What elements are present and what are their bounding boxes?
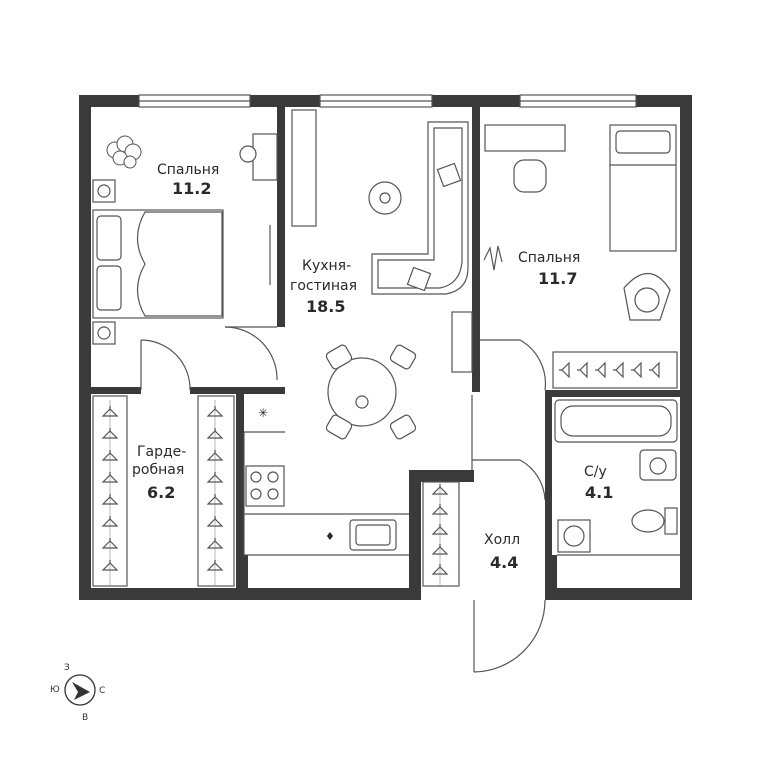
chair-icon bbox=[325, 344, 353, 370]
room-name-bedroom-left: Спальня bbox=[157, 162, 219, 178]
hanger-icon bbox=[101, 494, 119, 505]
hanger-icon bbox=[649, 361, 660, 379]
door-swing bbox=[519, 459, 546, 501]
interior-walls bbox=[91, 107, 680, 560]
door-swing bbox=[140, 339, 191, 391]
compass-north: З bbox=[64, 663, 70, 673]
room-area-bedroom-left: 11.2 bbox=[172, 179, 211, 198]
room-name-hall: Холл bbox=[484, 532, 520, 548]
room-area-wardrobe: 6.2 bbox=[147, 483, 175, 502]
hanger-icon bbox=[206, 428, 224, 439]
toilet-icon bbox=[631, 509, 665, 533]
hanger-icon bbox=[431, 564, 449, 575]
fridge bbox=[451, 311, 473, 373]
pillow bbox=[96, 265, 122, 311]
star-icon: ✳ bbox=[258, 406, 268, 420]
pillow bbox=[615, 130, 671, 154]
room-name-wardrobe-line1: Гарде- bbox=[137, 444, 186, 460]
kitchen-furniture bbox=[245, 109, 473, 551]
room-name-kitchen-line1: Кухня- bbox=[302, 258, 351, 274]
room-name-wardrobe-line2: робная bbox=[132, 462, 184, 478]
room-name-bathroom: С/у bbox=[584, 464, 607, 480]
compass-south: В bbox=[82, 713, 88, 723]
lamp-icon bbox=[97, 326, 111, 340]
hanger-icon bbox=[101, 406, 119, 417]
chair-icon bbox=[239, 145, 257, 163]
hanger-icon bbox=[559, 361, 570, 379]
wardrobe-right-rack bbox=[197, 395, 235, 587]
lamp-icon bbox=[97, 184, 111, 198]
wardrobe-right bbox=[552, 351, 678, 389]
doors bbox=[140, 326, 547, 673]
toilet-tank bbox=[664, 507, 678, 535]
compass-west: Ю bbox=[50, 685, 60, 695]
hanger-icon bbox=[206, 406, 224, 417]
compass-east: С bbox=[99, 686, 105, 696]
shelf bbox=[291, 109, 317, 227]
windows bbox=[138, 94, 637, 108]
wardrobe-left-rack bbox=[92, 395, 128, 587]
cushion bbox=[436, 162, 462, 188]
hanger-icon bbox=[206, 560, 224, 571]
room-area-hall: 4.4 bbox=[490, 553, 518, 572]
hanger-icon bbox=[206, 516, 224, 527]
chair-icon bbox=[389, 414, 417, 440]
hanger-icon bbox=[577, 361, 588, 379]
desk bbox=[252, 133, 278, 181]
stove bbox=[245, 465, 285, 507]
hanger-icon bbox=[431, 484, 449, 495]
bedroom-right-furniture bbox=[484, 124, 677, 321]
thin-partitions bbox=[243, 395, 680, 556]
exterior-walls bbox=[79, 95, 692, 600]
chair-icon bbox=[389, 344, 417, 370]
room-area-bedroom-right: 11.7 bbox=[538, 269, 577, 288]
door-swing bbox=[224, 326, 278, 381]
hanger-icon bbox=[101, 428, 119, 439]
hanger-icon bbox=[206, 450, 224, 461]
room-name-kitchen-line2: гостиная bbox=[290, 278, 357, 294]
heating-icon bbox=[483, 245, 503, 271]
hanger-icon bbox=[631, 361, 642, 379]
chair-icon bbox=[325, 414, 353, 440]
hanger-icon bbox=[206, 494, 224, 505]
chair-icon bbox=[513, 159, 547, 193]
cushion bbox=[406, 266, 432, 292]
door-swing bbox=[519, 339, 547, 391]
hanger-rails bbox=[92, 351, 678, 587]
room-area-kitchen: 18.5 bbox=[306, 297, 345, 316]
pillow bbox=[96, 215, 122, 261]
room-name-bedroom-right: Спальня bbox=[518, 250, 580, 266]
compass-arrow-icon bbox=[72, 682, 90, 700]
bathroom-furniture bbox=[554, 399, 678, 553]
hanger-icon bbox=[431, 544, 449, 555]
dining-table bbox=[327, 357, 397, 427]
hall-wardrobe-rack bbox=[422, 481, 460, 587]
desk bbox=[484, 124, 566, 152]
hanger-icon bbox=[101, 538, 119, 549]
entrance-door-swing bbox=[473, 599, 546, 673]
hanger-icon bbox=[206, 538, 224, 549]
hanger-icon bbox=[613, 361, 624, 379]
drop-icon: ♦ bbox=[325, 530, 335, 543]
hanger-icon bbox=[101, 560, 119, 571]
bedroom-left-furniture bbox=[92, 133, 278, 345]
corner-sofa bbox=[371, 121, 469, 295]
hanger-icon bbox=[101, 516, 119, 527]
room-area-bathroom: 4.1 bbox=[585, 483, 613, 502]
plant-icon bbox=[106, 135, 142, 169]
hanger-icon bbox=[431, 524, 449, 535]
hanger-icon bbox=[206, 472, 224, 483]
hanger-icon bbox=[431, 504, 449, 515]
compass: З С В Ю bbox=[50, 663, 105, 723]
hanger-icon bbox=[101, 472, 119, 483]
hanger-icon bbox=[101, 450, 119, 461]
hanger-icon bbox=[595, 361, 606, 379]
blanket bbox=[136, 211, 223, 317]
